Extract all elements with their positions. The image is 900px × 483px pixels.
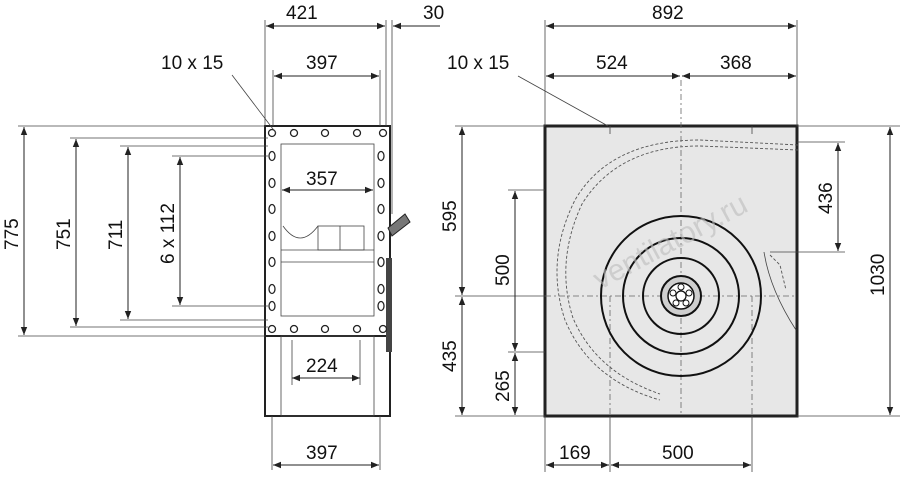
label-435: 435 <box>440 340 461 372</box>
label-397-bottom: 397 <box>306 443 338 464</box>
label-421: 421 <box>286 3 318 24</box>
label-711: 711 <box>106 220 127 250</box>
fan-casing <box>543 124 799 418</box>
label-892: 892 <box>652 3 684 24</box>
side-inner-opening <box>280 143 375 317</box>
label-357: 357 <box>306 169 338 190</box>
impeller-outer <box>600 215 762 377</box>
label-bolt-side: 10 x 15 <box>161 53 223 74</box>
label-436: 436 <box>816 182 837 214</box>
label-bolt-front: 10 x 15 <box>447 53 509 74</box>
side-base-opening <box>280 335 375 417</box>
label-169: 169 <box>559 443 591 464</box>
leader-bolt-side <box>231 74 277 134</box>
scroll-outline <box>556 139 799 401</box>
label-224: 224 <box>306 356 338 377</box>
label-30: 30 <box>423 3 444 24</box>
terminal-box <box>387 213 411 237</box>
leader-bolt-front <box>517 75 609 127</box>
label-1030: 1030 <box>868 254 889 296</box>
motor-block <box>317 225 365 251</box>
impeller-mid <box>622 237 740 355</box>
label-6x112: 6 x 112 <box>158 203 179 264</box>
outlet-edge <box>763 251 797 331</box>
label-775: 775 <box>2 218 23 250</box>
label-751: 751 <box>54 218 75 250</box>
side-bolt-holes <box>267 128 388 334</box>
label-524: 524 <box>596 53 628 74</box>
label-265: 265 <box>493 370 514 402</box>
label-595: 595 <box>440 200 461 232</box>
label-397-top: 397 <box>306 53 338 74</box>
side-view: 421 30 397 10 x 15 357 224 397 775 751 7… <box>2 3 444 470</box>
impeller-inner <box>642 257 720 335</box>
label-368: 368 <box>720 53 752 74</box>
label-500-horizontal: 500 <box>662 443 694 464</box>
front-view: ventilatory.ru 892 524 368 10 x 15 595 4… <box>440 3 900 472</box>
label-500-vertical: 500 <box>493 254 514 286</box>
side-rail <box>386 258 392 352</box>
side-flange-frame <box>264 125 391 337</box>
